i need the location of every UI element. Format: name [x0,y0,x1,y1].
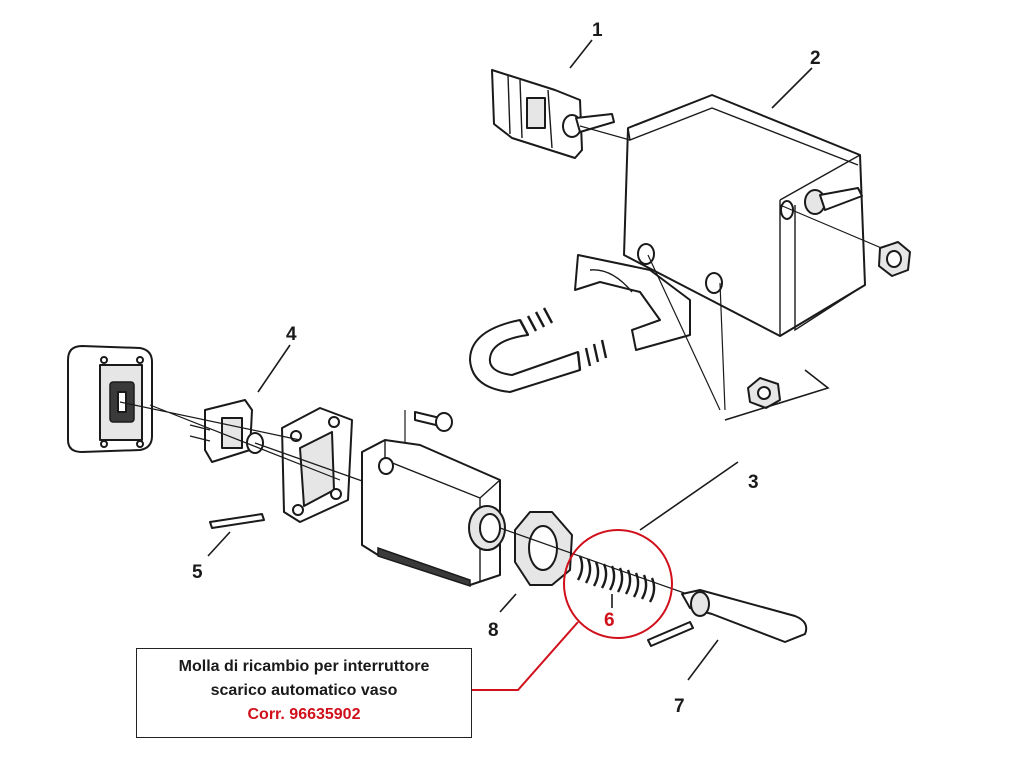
part-number-5: 5 [192,562,203,583]
part-1-toggle-switch [491,69,615,159]
callout-line-2: scarico automatico vaso [210,682,398,699]
box-hex-nut [878,241,911,277]
part-6-spring [576,555,656,603]
part-number-8: 8 [488,620,499,641]
spring-highlight-leader [472,621,579,691]
part-2-enclosure-box [623,94,866,337]
front-axis-line [499,527,691,596]
housing-screw [404,410,453,470]
left-housing-block [67,345,153,453]
leader-lines [207,39,813,681]
spare-spring-callout-box: Molla di ricambio per interruttore scari… [136,648,472,738]
callout-line-1: Molla di ricambio per interruttore [178,658,430,675]
part-number-6: 6 [604,610,615,631]
part-5-pin [209,513,265,529]
callout-part-code: Corr. 96635902 [247,706,361,723]
main-switch-housing [361,439,506,588]
part-number-2: 2 [810,48,821,69]
spring-highlight-circle [563,529,673,639]
part-4-microswitch [189,399,264,463]
part-7-lever-handle [647,589,808,647]
part-number-3: 3 [748,472,759,493]
part-3-u-bolt-bracket [469,254,830,421]
left-axis-lines [119,401,366,483]
part-number-4: 4 [286,324,297,345]
part-number-7: 7 [674,696,685,717]
part-8-large-nut [514,511,573,586]
part-number-1: 1 [592,20,603,41]
